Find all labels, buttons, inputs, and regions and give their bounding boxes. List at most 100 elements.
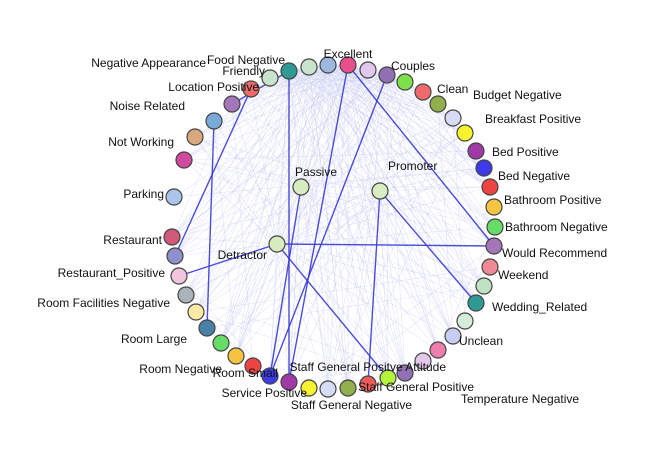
node-n-tan1[interactable] xyxy=(186,128,204,146)
weak-edge xyxy=(347,64,485,169)
weak-edge xyxy=(194,74,388,138)
node-clean[interactable] xyxy=(414,83,432,101)
weak-edge xyxy=(288,70,329,390)
node-n-blue1[interactable] xyxy=(319,56,337,74)
label-staff-general-negative: Staff General Negative xyxy=(291,398,413,412)
weak-edge xyxy=(288,66,310,383)
node-room-small[interactable] xyxy=(261,367,279,385)
node-would-recommend[interactable] xyxy=(485,237,503,255)
node-food-negative[interactable] xyxy=(280,62,298,80)
weak-edge xyxy=(327,190,381,390)
node-not-working[interactable] xyxy=(175,151,193,169)
node-n-red2[interactable] xyxy=(244,357,262,375)
node-staff-general-positive-attitude[interactable] xyxy=(379,369,397,387)
node-n-mint3[interactable] xyxy=(456,312,474,330)
weak-edge xyxy=(235,74,388,357)
label-location-positive: Location Positive xyxy=(168,80,259,94)
node-n-pink1[interactable] xyxy=(429,341,447,359)
node-bed-positive[interactable] xyxy=(467,142,485,160)
weak-edge xyxy=(288,70,406,374)
label-excellent: Excellent xyxy=(324,47,373,61)
node-n-lav2[interactable] xyxy=(414,352,432,370)
weak-edge xyxy=(276,243,406,374)
node-breakfast-positive[interactable] xyxy=(456,124,474,142)
strong-edge xyxy=(347,64,495,247)
node-n-mint1[interactable] xyxy=(300,58,318,76)
weak-edge xyxy=(250,88,302,188)
node-weekend[interactable] xyxy=(481,258,499,276)
node-room-large[interactable] xyxy=(198,319,216,337)
weak-edge xyxy=(288,70,302,188)
node-noise-related[interactable] xyxy=(205,112,223,130)
weak-edge xyxy=(276,117,454,245)
node-excellent[interactable] xyxy=(339,56,357,74)
weak-edge xyxy=(220,66,310,344)
node-n-red1[interactable] xyxy=(481,178,499,196)
node-n-olive2[interactable] xyxy=(339,379,357,397)
node-n-yellow1[interactable] xyxy=(300,379,318,397)
weak-edge xyxy=(386,74,389,379)
weak-edge xyxy=(269,70,290,377)
node-bed-negative[interactable] xyxy=(475,159,493,177)
node-wedding-related[interactable] xyxy=(467,294,485,312)
node-couples[interactable] xyxy=(378,66,396,84)
node-service-positive[interactable] xyxy=(280,373,298,391)
node-room-negative[interactable] xyxy=(227,347,245,365)
node-staff-general-positive[interactable] xyxy=(359,375,377,393)
strong-edge xyxy=(269,186,302,377)
weak-edge xyxy=(327,64,389,379)
label-restaurant: Restaurant xyxy=(103,233,162,247)
weak-edge xyxy=(183,150,477,161)
weak-edge xyxy=(183,159,302,188)
node-friendly[interactable] xyxy=(261,69,279,87)
weak-edge xyxy=(195,66,310,313)
weak-edge xyxy=(347,64,485,287)
weak-edge xyxy=(220,74,388,344)
weak-edge xyxy=(185,74,388,296)
weak-edge xyxy=(183,66,310,161)
weak-edge xyxy=(174,66,310,257)
weak-edge xyxy=(288,70,485,287)
weak-edge xyxy=(288,70,495,247)
weak-edge xyxy=(171,186,302,238)
node-location-positive[interactable] xyxy=(242,80,260,98)
node-n-mint2[interactable] xyxy=(475,277,493,295)
weak-edge xyxy=(379,190,406,374)
weak-edge xyxy=(308,66,349,389)
weak-edge xyxy=(327,74,388,390)
label-room-large: Room Large xyxy=(121,332,187,346)
node-unclean[interactable] xyxy=(444,327,462,345)
node-restaurant[interactable] xyxy=(163,228,181,246)
node-n-lav1[interactable] xyxy=(359,61,377,79)
node-restaurant-positive[interactable] xyxy=(170,267,188,285)
node-budget-negative[interactable] xyxy=(444,109,462,127)
weak-edge xyxy=(276,243,477,304)
node-temperature-negative[interactable] xyxy=(396,364,414,382)
node-n-olive1[interactable] xyxy=(429,95,447,113)
weak-edge xyxy=(195,74,388,313)
node-room-facilities-negative[interactable] xyxy=(177,286,195,304)
node-bathroom-positive[interactable] xyxy=(485,198,503,216)
node-parking[interactable] xyxy=(165,188,183,206)
weak-edge xyxy=(300,64,329,188)
node-n-purple4[interactable] xyxy=(223,95,241,113)
node-staff-general-negative[interactable] xyxy=(319,380,337,398)
weak-edge xyxy=(379,167,485,192)
weak-edge xyxy=(347,132,466,389)
node-promoter[interactable] xyxy=(371,182,389,200)
weak-edge xyxy=(171,70,290,238)
node-n-green2[interactable] xyxy=(212,334,230,352)
weak-edge xyxy=(276,70,290,245)
node-n-cream1[interactable] xyxy=(187,303,205,321)
weak-edge xyxy=(327,64,454,337)
weak-edge xyxy=(194,136,381,192)
label-food-negative: Food Negative xyxy=(207,53,285,67)
node-passive[interactable] xyxy=(292,178,310,196)
weak-edge xyxy=(386,74,491,188)
weak-edge xyxy=(185,186,302,296)
node-detractor[interactable] xyxy=(268,235,286,253)
node-n-green1[interactable] xyxy=(396,73,414,91)
weak-edge xyxy=(288,70,349,389)
node-n-purple3[interactable] xyxy=(166,247,184,265)
node-bathroom-negative[interactable] xyxy=(486,218,504,236)
